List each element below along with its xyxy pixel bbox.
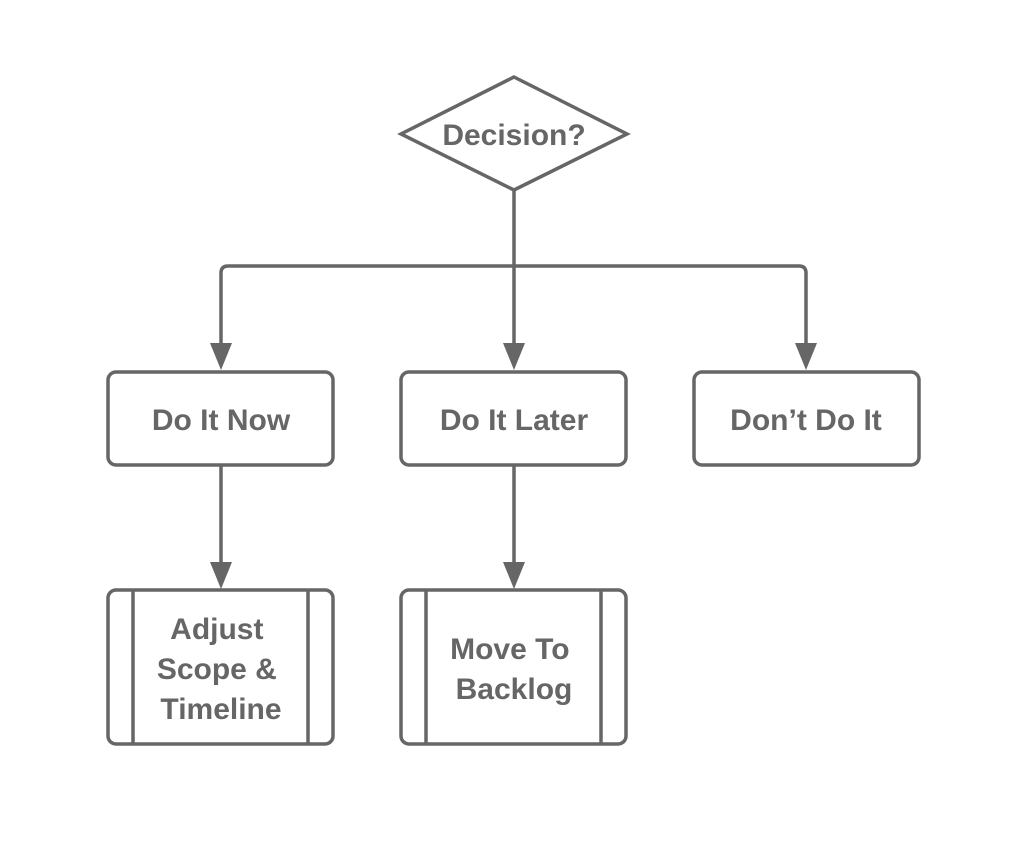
dont-do-it-box <box>692 370 921 467</box>
move-to-backlog-box <box>399 588 628 746</box>
do-it-now-label: Do It Now <box>152 404 291 437</box>
dont-do-it-label: Don’t Do It <box>730 404 882 437</box>
action-move-to-backlog: Move To Backlog <box>399 588 628 746</box>
do-it-later-box <box>399 370 628 467</box>
adjust-scope-box <box>106 588 335 746</box>
arrowhead-dont-do-it <box>795 343 817 370</box>
move-to-backlog-line-2: Backlog <box>456 673 573 706</box>
connector-to-do-it-now <box>219 264 514 345</box>
decision-label: Decision? <box>442 119 585 152</box>
do-it-later-label: Do It Later <box>440 404 589 437</box>
arrowhead-move-to-backlog <box>503 562 525 589</box>
decision-diamond <box>397 75 631 192</box>
action-adjust-scope-timeline: Adjust Scope & Timeline <box>106 588 335 746</box>
arrowhead-do-it-now <box>210 343 232 370</box>
adjust-scope-line-2: Scope & <box>157 653 277 686</box>
adjust-scope-label: Adjust Scope & Timeline <box>157 613 285 726</box>
adjust-scope-line-3: Timeline <box>160 693 281 726</box>
option-do-it-now: Do It Now <box>106 370 335 467</box>
adjust-scope-line-1: Adjust <box>170 613 263 646</box>
arrowhead-adjust-scope <box>210 562 232 589</box>
do-it-now-box <box>106 370 335 467</box>
decision-node: Decision? <box>397 75 631 192</box>
connectors <box>210 190 817 589</box>
option-dont-do-it: Don’t Do It <box>692 370 921 467</box>
option-do-it-later: Do It Later <box>399 370 628 467</box>
move-to-backlog-label: Move To Backlog <box>450 633 578 706</box>
move-to-backlog-line-1: Move To <box>450 633 569 666</box>
arrowhead-do-it-later <box>503 343 525 370</box>
connector-to-dont-do-it <box>514 264 808 345</box>
